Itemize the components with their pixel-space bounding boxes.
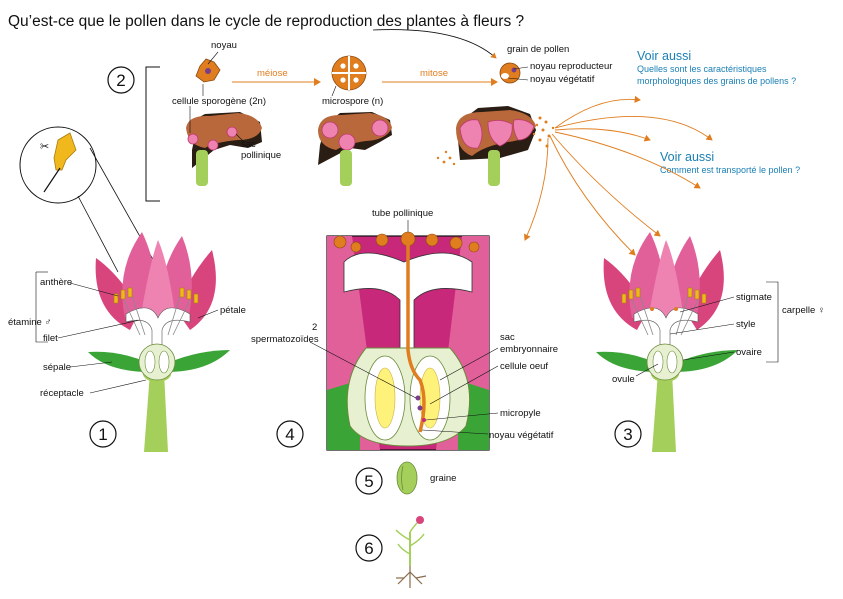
pollen-grain-icon — [499, 62, 521, 84]
label-etamine: étamine ♂ — [8, 317, 52, 328]
label-style: style — [736, 319, 756, 330]
step-1-number: 1 — [98, 425, 107, 444]
see-also-link-1-line2[interactable]: morphologiques des grains de pollens ? — [637, 76, 796, 86]
pollen-dispersal-arrows — [523, 95, 713, 256]
see-also-link-2[interactable]: Voir aussi Comment est transporté le pol… — [660, 150, 800, 175]
label-receptacle: réceptacle — [40, 388, 84, 399]
step-6-circle — [355, 534, 383, 562]
svg-text:✂: ✂ — [40, 140, 49, 153]
seedling-icon — [395, 516, 427, 588]
see-also-link-1-line1[interactable]: Quelles sont les caractéristiques — [637, 64, 767, 74]
step-5-number: 5 — [364, 472, 373, 491]
sporogenous-cell-icon — [195, 58, 221, 83]
label-noyau-reproducteur: noyau reproducteur — [530, 61, 612, 72]
seed-icon — [396, 461, 418, 495]
label-spermatozoides: spermatozoïdes — [251, 334, 319, 345]
label-sac-embryonnaire-1: sac — [500, 332, 515, 343]
label-grain-de-pollen: grain de pollen — [507, 44, 569, 55]
label-noyau-vegetatif-top: noyau végétatif — [530, 74, 595, 85]
microspore-tetrad-icon — [331, 55, 367, 91]
see-also-link-1[interactable]: Voir aussi Quelles sont les caractéristi… — [637, 49, 796, 86]
step-2-circle — [107, 66, 135, 94]
label-stigmate: stigmate — [736, 292, 772, 303]
label-petale: pétale — [220, 305, 246, 316]
anther-microspores — [318, 112, 392, 186]
label-noyau: noyau — [211, 40, 237, 51]
label-sac-embryonnaire-2: embryonnaire — [500, 344, 558, 355]
label-noyau-vegetatif-bottom: noyau végétatif — [489, 430, 554, 441]
label-mitose: mitose — [420, 68, 448, 79]
page-title: Qu’est-ce que le pollen dans le cycle de… — [8, 13, 524, 30]
step-1-circle — [89, 420, 117, 448]
step-2-bracket — [145, 66, 160, 202]
label-cellule-oeuf: cellule oeuf — [500, 361, 548, 372]
label-filet: filet — [43, 333, 58, 344]
label-ovaire: ovaire — [736, 347, 762, 358]
step-5-seed: 5 graine — [355, 461, 456, 495]
anther-sporogenous — [186, 112, 262, 186]
step-6-number: 6 — [364, 539, 373, 558]
label-ovule: ovule — [612, 374, 635, 385]
label-sac: sac — [241, 139, 256, 150]
step-4-number: 4 — [285, 425, 294, 444]
step-6-new-plant: 6 — [355, 516, 427, 588]
see-also-heading-2[interactable]: Voir aussi — [660, 150, 714, 164]
label-cellule-sporogene: cellule sporogène (2n) — [172, 96, 266, 107]
label-carpelle: carpelle ♀ — [782, 305, 825, 316]
label-tube-pollinique: tube pollinique — [372, 208, 433, 219]
step-3-circle — [614, 420, 642, 448]
label-microspore: microspore (n) — [322, 96, 383, 107]
step-1-flower: ✂ anthère étamine ♂ fil — [8, 126, 246, 452]
step-2-number: 2 — [116, 71, 125, 90]
label-sepale: sépale — [43, 362, 71, 373]
step-4-fertilization: tube pollinique 2 spermatozoïdes sac emb… — [251, 208, 558, 451]
anther-releasing-pollen — [436, 106, 555, 186]
label-micropyle: micropyle — [500, 408, 541, 419]
step-2-pollen-formation: 2 noyau cellule sporogène (2n) sac polli… — [107, 29, 612, 202]
step-4-circle — [276, 420, 304, 448]
label-anthere: anthère — [40, 277, 72, 288]
label-spermatozoides-count: 2 — [312, 322, 317, 333]
label-meiose: méiose — [257, 68, 288, 79]
step-3-number: 3 — [623, 425, 632, 444]
step-3-flower: stigmate style ovaire ovule carpelle ♀ 3 — [596, 232, 825, 452]
see-also-heading-1[interactable]: Voir aussi — [637, 49, 691, 63]
stamen-closeup-icon: ✂ — [40, 132, 77, 193]
step-5-circle — [355, 467, 383, 495]
label-graine: graine — [430, 473, 456, 484]
label-pollinique: pollinique — [241, 150, 281, 161]
see-also-link-2-text[interactable]: Comment est transporté le pollen ? — [660, 165, 800, 175]
